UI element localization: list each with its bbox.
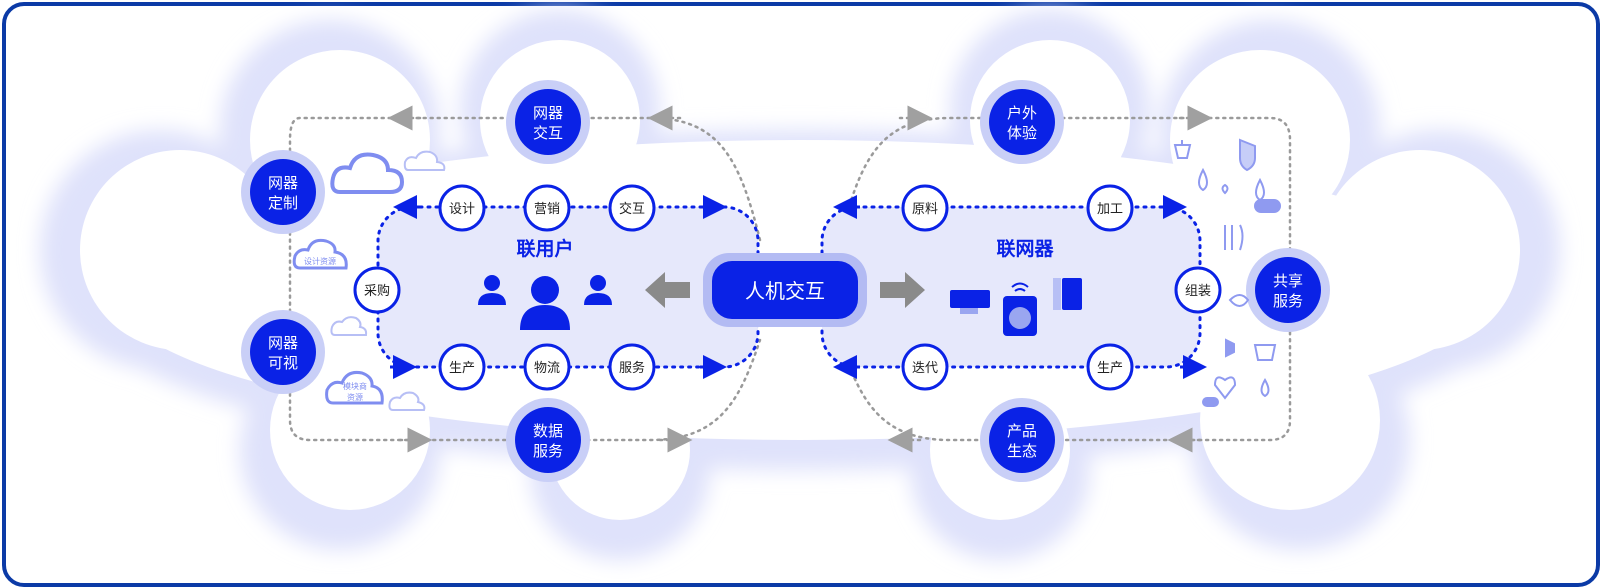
node-label: 可视 <box>268 354 298 372</box>
resource-clouds <box>292 150 446 411</box>
step-label: 组装 <box>1185 284 1211 299</box>
step-label: 生产 <box>1097 361 1123 376</box>
node-label: 共享 <box>1273 272 1303 290</box>
step-node[interactable]: 生产 <box>1086 343 1134 391</box>
step-label: 原料 <box>912 202 938 217</box>
step-node[interactable]: 组装 <box>1174 266 1222 314</box>
node-label: 体验 <box>1007 124 1037 142</box>
step-circle <box>901 184 949 232</box>
step-label: 迭代 <box>912 361 938 376</box>
left-panel <box>376 205 760 369</box>
node-circle <box>515 407 581 473</box>
left-arrow-icon <box>645 272 690 308</box>
node-label: 网器 <box>268 174 298 192</box>
node-circle <box>250 159 316 225</box>
step-label: 加工 <box>1097 202 1123 217</box>
node-label: 网器 <box>533 104 563 122</box>
step-node[interactable]: 原料 <box>901 184 949 232</box>
node-label: 服务 <box>533 442 563 460</box>
cloud-label-module: 模块商 <box>343 381 367 391</box>
step-node[interactable]: 营销 <box>523 184 571 232</box>
right-panel-title: 联网器 <box>996 238 1054 260</box>
step-node[interactable]: 迭代 <box>901 343 949 391</box>
step-node[interactable]: 服务 <box>608 343 656 391</box>
appliances-icon <box>950 278 1082 336</box>
node-label: 定制 <box>268 194 298 212</box>
cloud-label-resource: 资源 <box>347 392 363 402</box>
step-label: 交互 <box>619 201 645 217</box>
center-node-button[interactable]: 人机交互 <box>703 253 867 327</box>
node-label: 产品 <box>1007 422 1037 440</box>
node-label: 网器 <box>268 334 298 352</box>
step-circle <box>1174 266 1222 314</box>
step-label: 生产 <box>449 361 475 376</box>
users-icon <box>478 275 612 330</box>
step-circle <box>523 343 571 391</box>
node-circle <box>515 89 581 155</box>
step-circle <box>608 343 656 391</box>
step-circle <box>1086 184 1134 232</box>
node-circle <box>1255 257 1321 323</box>
node-label: 交互 <box>533 124 563 142</box>
step-node[interactable]: 加工 <box>1086 184 1134 232</box>
step-circle <box>438 184 486 232</box>
step-node[interactable]: 交互 <box>608 184 656 232</box>
right-arrow-icon <box>880 272 925 308</box>
right-panel <box>820 205 1202 369</box>
node-label: 服务 <box>1273 292 1303 310</box>
step-label: 营销 <box>534 202 560 217</box>
step-node[interactable]: 设计 <box>438 184 486 232</box>
step-circle <box>1086 343 1134 391</box>
node-circle <box>250 319 316 385</box>
node-label: 生态 <box>1007 442 1037 460</box>
step-node[interactable]: 采购 <box>353 266 401 314</box>
cloud-label-design: 设计资源 <box>304 256 336 266</box>
center-node-label: 人机交互 <box>745 279 825 303</box>
service-icons <box>1173 138 1281 407</box>
step-circle <box>438 343 486 391</box>
step-label: 设计 <box>449 202 475 217</box>
step-circle <box>608 184 656 232</box>
step-label: 服务 <box>619 360 645 376</box>
step-node[interactable]: 生产 <box>438 343 486 391</box>
node-label: 数据 <box>533 422 563 440</box>
outer-flow-lines <box>288 105 1292 453</box>
node-label: 户外 <box>1007 104 1037 122</box>
step-circle <box>523 184 571 232</box>
node-circle <box>989 89 1055 155</box>
node-circle <box>989 407 1055 473</box>
step-node[interactable]: 物流 <box>523 343 571 391</box>
left-panel-title: 联用户 <box>516 237 573 260</box>
step-label: 采购 <box>364 283 390 299</box>
step-label: 物流 <box>534 361 560 376</box>
step-circle <box>901 343 949 391</box>
step-circle <box>353 266 401 314</box>
